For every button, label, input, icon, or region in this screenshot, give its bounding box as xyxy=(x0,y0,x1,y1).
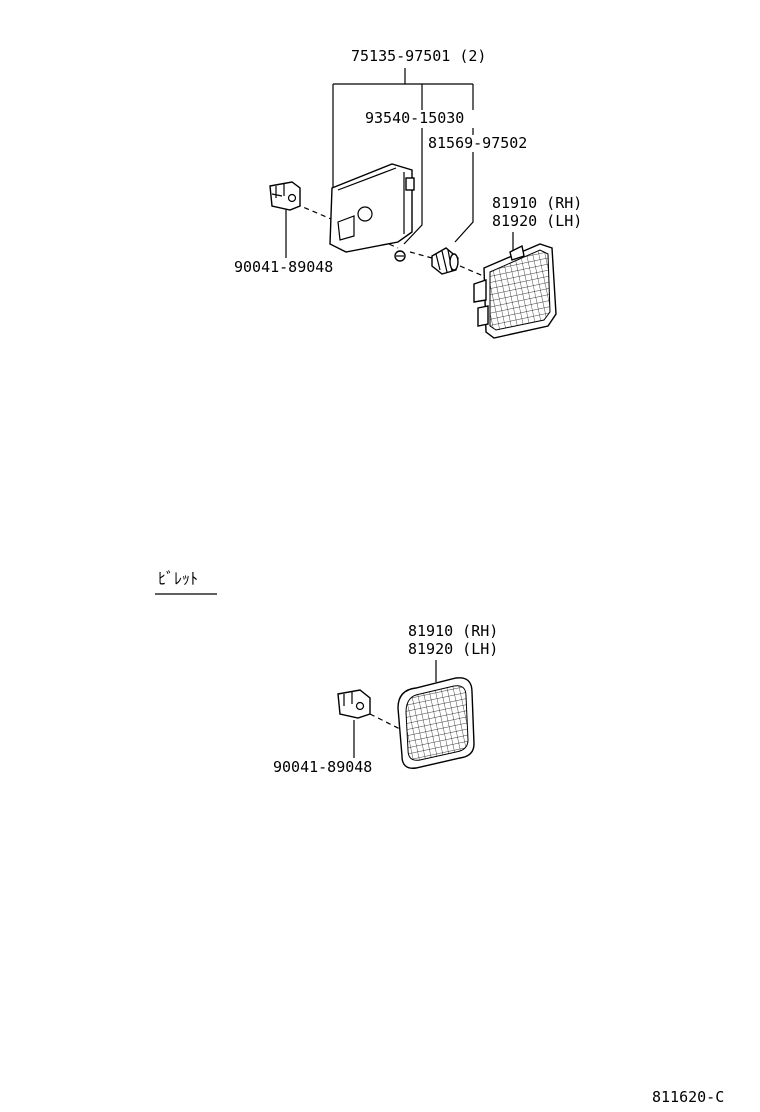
variant-clip-label: 90041-89048 xyxy=(273,758,372,776)
bracket-part xyxy=(329,163,415,253)
socket-label: 81569-97502 xyxy=(428,134,527,152)
screw-part xyxy=(394,250,406,262)
bracket-label: 75135-97501 (2) xyxy=(351,47,486,65)
lamp-lh-label: 81920 (LH) xyxy=(492,212,582,230)
clip-label: 90041-89048 xyxy=(234,258,333,276)
variant-leader-lines xyxy=(353,660,437,758)
clip-part xyxy=(269,181,301,211)
upper-assembly: 75135-97501 (2) 93540-15030 81569-97502 … xyxy=(234,47,582,339)
variant-assembly: ﾋﾞﾚｯﾄ 81910 (RH) 81920 (LH) 90041-89048 xyxy=(155,569,498,776)
variant-lamp-lens-part xyxy=(397,677,475,769)
upper-leader-lines xyxy=(285,68,514,258)
variant-label: ﾋﾞﾚｯﾄ xyxy=(158,569,198,588)
variant-clip-part xyxy=(337,689,371,719)
socket-part xyxy=(431,247,459,275)
lamp-rh-label: 81910 (RH) xyxy=(492,194,582,212)
illustration-code: 811620-C xyxy=(652,1088,724,1106)
screw-label: 93540-15030 xyxy=(365,109,464,127)
lamp-lens-part xyxy=(473,243,557,339)
variant-assembly-axis xyxy=(369,713,403,731)
variant-lamp-lh-label: 81920 (LH) xyxy=(408,640,498,658)
variant-lamp-rh-label: 81910 (RH) xyxy=(408,622,498,640)
